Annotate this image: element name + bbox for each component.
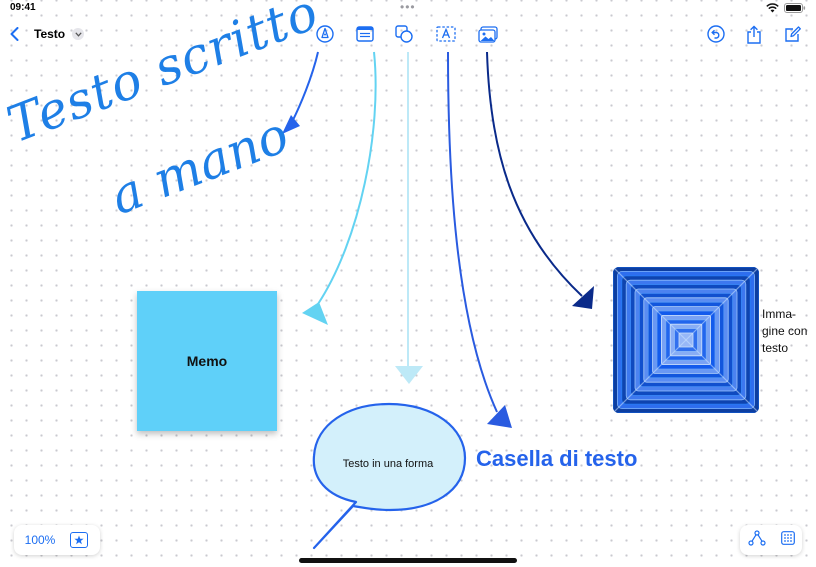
media-icon[interactable] bbox=[478, 24, 498, 44]
text-box[interactable]: Casella di testo bbox=[476, 446, 638, 471]
star-icon[interactable] bbox=[70, 532, 88, 548]
arrow-pen bbox=[291, 51, 319, 123]
wifi-icon bbox=[766, 3, 779, 13]
arrow-textbox-head bbox=[487, 405, 512, 428]
status-time: 09:41 bbox=[10, 2, 36, 13]
arrow-note bbox=[317, 51, 377, 305]
board-title[interactable]: Testo bbox=[34, 27, 66, 41]
zoom-control: 100% bbox=[14, 525, 100, 555]
shape-text[interactable]: Testo in una forma bbox=[342, 458, 434, 470]
arrow-shape-head bbox=[395, 366, 423, 384]
status-icons bbox=[766, 3, 806, 13]
share-icon[interactable] bbox=[744, 24, 764, 44]
arrow-pen-head bbox=[282, 115, 300, 134]
image-caption[interactable]: Imma- gine con testo bbox=[762, 306, 816, 357]
image-with-caption[interactable] bbox=[613, 267, 759, 413]
arrow-media-head bbox=[572, 286, 594, 309]
pyramid-image bbox=[613, 267, 759, 413]
toolbar-left: Testo bbox=[6, 24, 85, 44]
connector-icon[interactable] bbox=[747, 529, 766, 551]
image-caption-line-2: gine con bbox=[762, 324, 808, 338]
title-chevron-icon[interactable] bbox=[72, 28, 85, 40]
arrow-textbox bbox=[447, 51, 498, 413]
home-indicator[interactable] bbox=[299, 558, 517, 563]
arrow-note-head bbox=[302, 302, 328, 325]
status-bar: 09:41 ••• bbox=[0, 0, 816, 16]
bottom-right-controls bbox=[740, 525, 802, 555]
pen-icon[interactable] bbox=[315, 24, 335, 44]
shapes-icon[interactable] bbox=[394, 24, 414, 44]
zoom-level[interactable]: 100% bbox=[24, 533, 56, 547]
arrow-media bbox=[486, 51, 583, 297]
image-caption-line-3: testo bbox=[762, 341, 789, 355]
sticky-note[interactable]: Memo bbox=[137, 291, 277, 431]
battery-icon bbox=[784, 3, 806, 13]
text-box-icon[interactable] bbox=[436, 24, 456, 44]
grid-view-icon[interactable] bbox=[780, 530, 795, 550]
undo-icon[interactable] bbox=[706, 24, 726, 44]
image-caption-line-1: Imma- bbox=[762, 307, 796, 321]
speech-bubble-shape bbox=[312, 402, 467, 550]
sticky-note-icon[interactable] bbox=[355, 24, 375, 44]
multitasking-dots-icon[interactable]: ••• bbox=[400, 0, 416, 14]
back-chevron-icon[interactable] bbox=[6, 24, 22, 44]
new-board-icon[interactable] bbox=[783, 24, 803, 44]
